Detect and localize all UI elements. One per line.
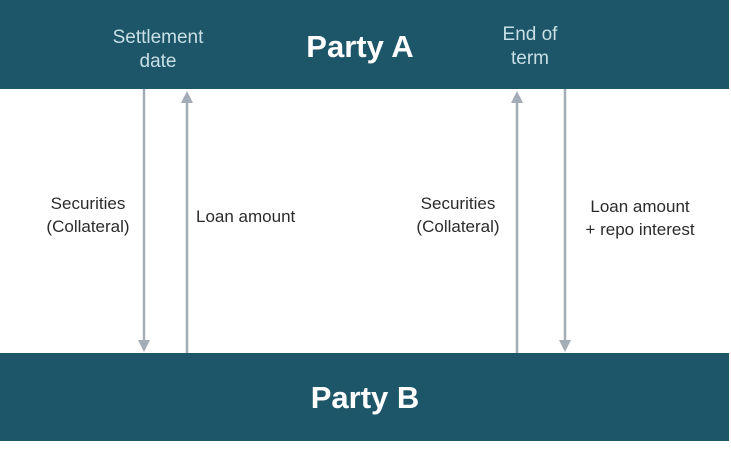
- party-a-label: Party A: [306, 29, 414, 64]
- arrow-end-securities-up: [511, 91, 523, 353]
- party-b-label: Party B: [310, 380, 420, 415]
- party-a-bar: [0, 0, 729, 89]
- settlement-securities-label: Securities(Collateral): [46, 194, 130, 236]
- party-b-bar: [0, 353, 729, 441]
- arrow-end-loan-down: [559, 89, 571, 352]
- arrow-settlement-loan-up: [181, 91, 193, 353]
- end-loan-interest-label: Loan amount+ repo interest: [585, 197, 695, 239]
- settlement-loan-label: Loan amount: [196, 207, 296, 226]
- arrow-settlement-securities-down: [138, 89, 150, 352]
- end-securities-label: Securities(Collateral): [416, 194, 500, 236]
